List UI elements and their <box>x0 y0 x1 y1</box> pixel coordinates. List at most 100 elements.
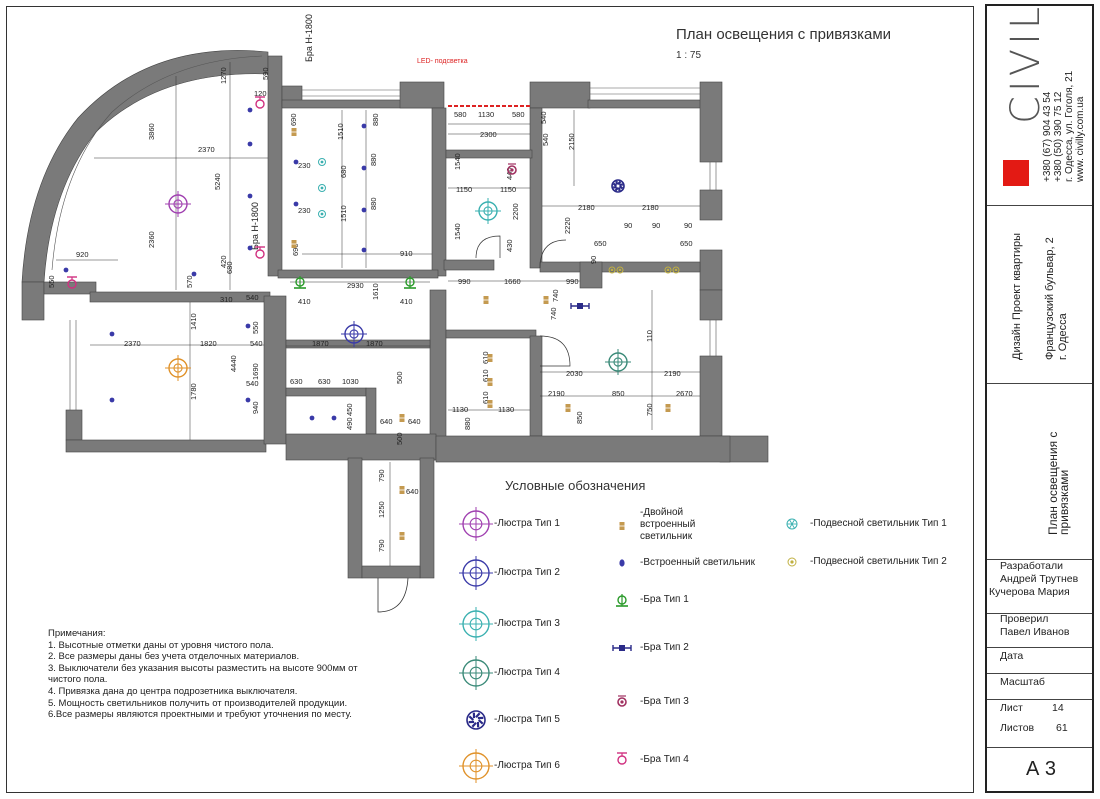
legend-label: -Двойной встроенный светильник <box>640 507 696 542</box>
sconce-icon <box>255 96 265 109</box>
dimension-label: 4440 <box>229 355 238 372</box>
sconce-icon <box>616 594 628 607</box>
dimension-label: 310 <box>220 295 233 304</box>
dimension-label: 740 <box>551 289 560 302</box>
note-line: 3. Выключатели без указания высоты разме… <box>48 662 358 686</box>
dimension-lines <box>56 62 700 566</box>
wall <box>699 81 723 163</box>
dimension-label: 2200 <box>511 203 520 220</box>
door-swing <box>377 577 409 613</box>
recessed-light-icon <box>361 207 367 213</box>
dimension-label: 680 <box>339 165 348 178</box>
dimension-label: 650 <box>680 239 693 248</box>
legend-label: -Бра Тип 4 <box>640 754 689 765</box>
wall <box>285 387 367 397</box>
dimension-label: 990 <box>458 277 471 286</box>
dimension-label: 580 <box>512 110 525 119</box>
dimension-label: 90 <box>624 221 632 230</box>
website: www. civilly.com.ua <box>1075 96 1086 182</box>
note-line: 5. Мощность светильников получить от про… <box>48 697 348 709</box>
recessed-light-icon <box>293 201 299 207</box>
dimension-label: 540 <box>250 339 263 348</box>
legend-item: -Подвесной светильник Тип 2 <box>762 538 947 586</box>
dimension-label: 2030 <box>566 369 583 378</box>
recessed-light-icon <box>619 559 625 567</box>
checked-label: Проверил <box>1000 613 1049 625</box>
dimension-label: 1250 <box>377 501 386 518</box>
wall <box>89 291 271 303</box>
wall <box>445 329 537 339</box>
sheet-label: Лист <box>1000 702 1023 714</box>
developed-label: Разработали <box>1000 560 1064 572</box>
dimension-label: 590 <box>261 67 270 80</box>
object-address-1: Французский бульвар, 2 <box>1044 237 1056 360</box>
legend-label: -Бра Тип 3 <box>640 696 689 707</box>
legend-item: -Люстра Тип 5 <box>446 696 596 744</box>
date-cell <box>987 648 1092 674</box>
phone-2: +380 (50) 390 75 12 <box>1053 91 1064 182</box>
checker-cell <box>987 614 1092 648</box>
legend-item: -Бра Тип 2 <box>592 624 742 672</box>
legend-label: -Бра Тип 1 <box>640 594 689 605</box>
dimension-label: 410 <box>298 297 311 306</box>
wall <box>285 433 437 461</box>
wall <box>699 355 723 437</box>
wall <box>699 249 723 291</box>
dimension-label: 410 <box>400 297 413 306</box>
legend-label: -Люстра Тип 6 <box>494 760 560 771</box>
legend-label: -Люстра Тип 4 <box>494 667 560 678</box>
recessed-light-icon <box>309 415 315 421</box>
legend-label: -Люстра Тип 3 <box>494 618 560 629</box>
dimension-label: 450 <box>345 403 354 416</box>
legend-label: -Встроенный светильник <box>640 557 755 568</box>
dimension-label: 640 <box>380 417 393 426</box>
double-recessed-light-icon <box>487 400 493 408</box>
double-recessed-light-icon <box>665 404 671 412</box>
logo-cell <box>987 6 1092 206</box>
dimension-label: 880 <box>369 197 378 210</box>
double-recessed-light-icon <box>291 240 297 248</box>
project-cell <box>987 206 1092 384</box>
dimension-label: 630 <box>318 377 331 386</box>
wall <box>529 81 591 109</box>
legend-item: -Бра Тип 4 <box>592 736 742 784</box>
door-swing <box>475 235 501 259</box>
paper-format: А 3 <box>1026 758 1057 780</box>
sconce-icon <box>612 645 632 651</box>
legend-item: -Люстра Тип 4 <box>446 649 596 697</box>
pendant-light-icon <box>664 266 672 274</box>
legend-item: -Двойной встроенный светильник <box>592 502 742 550</box>
sheet-cell <box>987 700 1092 748</box>
notes-heading: Примечания: <box>48 628 106 639</box>
dimension-label: 90 <box>589 256 598 264</box>
legend-item: -Подвесной светильник Тип 1 <box>762 500 947 548</box>
chandelier-icon <box>459 656 493 690</box>
dimension-label: 2930 <box>347 281 364 290</box>
sheet-title-cell <box>987 384 1092 560</box>
chandelier-icon <box>165 355 191 381</box>
wall <box>699 189 723 221</box>
note-line: 1. Высотные отметки даны от уровня чисто… <box>48 639 274 651</box>
recessed-light-icon <box>361 247 367 253</box>
wall <box>587 99 709 109</box>
pendant-light-icon <box>318 210 326 218</box>
legend-label: -Люстра Тип 2 <box>494 567 560 578</box>
sconce-icon <box>617 752 627 765</box>
sconce-icon <box>507 163 517 175</box>
recessed-light-icon <box>245 323 251 329</box>
curved-wall <box>21 50 269 283</box>
legend-item: -Встроенный светильник <box>592 539 755 587</box>
led-label: LED- подсветка <box>417 58 468 65</box>
recessed-light-icon <box>361 123 367 129</box>
recessed-light-icon <box>247 107 253 113</box>
recessed-light-icon <box>191 271 197 277</box>
chandelier-icon <box>341 321 367 347</box>
double-recessed-light-icon <box>291 128 297 136</box>
wall <box>579 261 603 289</box>
dimension-label: 690 <box>291 243 300 256</box>
wall <box>435 435 731 463</box>
note-line: 2. Все размеры даны без учета отделочных… <box>48 651 300 663</box>
dimension-label: 990 <box>566 277 579 286</box>
checker-name: Павел Иванов <box>1000 626 1070 638</box>
dimension-label: 570 <box>185 275 194 288</box>
